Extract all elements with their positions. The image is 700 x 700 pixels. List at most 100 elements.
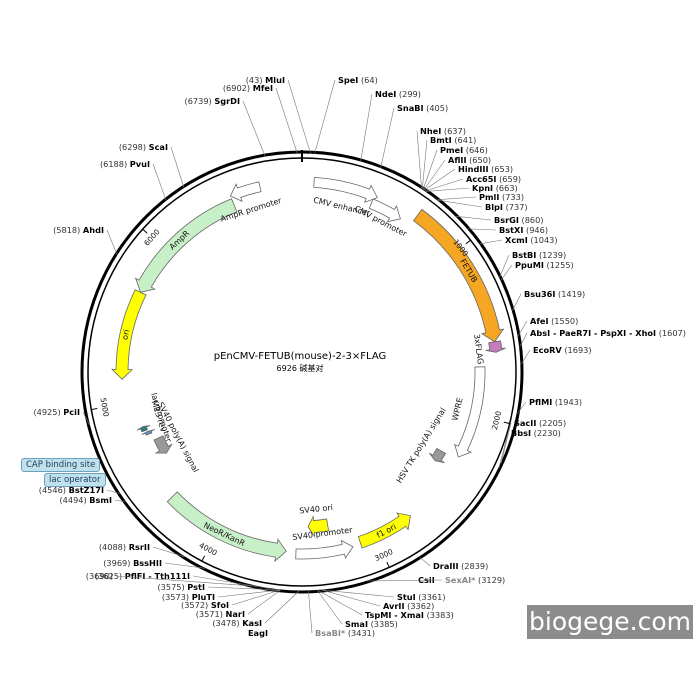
site-position: (4494) [59, 495, 86, 505]
tick-label: 6000 [142, 227, 162, 247]
site-name: SexAI* [445, 575, 476, 585]
site-label-bstbi: BstBI (1239) [512, 250, 566, 260]
site-label-bsmi: (4494) BsmI [59, 495, 112, 505]
tick-label: 2000 [490, 410, 503, 431]
tick-mark [503, 421, 510, 425]
tick-mark [386, 561, 390, 568]
site-label-bmti: BmtI (641) [430, 135, 476, 145]
site-position: (1607) [659, 328, 686, 338]
site-position: (4925) [33, 407, 60, 417]
tick-mark [142, 228, 148, 234]
site-position: (663) [496, 183, 518, 193]
site-name: AhdI [83, 225, 104, 235]
site-leader-line [152, 546, 185, 557]
site-label-blpi: BlpI (737) [485, 202, 528, 212]
site-label-draiii: DraIII (2839) [433, 561, 488, 571]
site-name: NarI [226, 609, 245, 619]
site-label-mfei: (6902) MfeI [223, 83, 273, 93]
site-name: KasI [242, 618, 262, 628]
feature-f1-ori [357, 512, 411, 549]
site-position: (2230) [534, 428, 561, 438]
site-leader-line [437, 199, 483, 208]
site-label-kpni: KpnI (663) [472, 183, 518, 193]
watermark: biogege.com [527, 605, 693, 639]
site-label-ppumi: PpuMI (1255) [515, 260, 574, 270]
site-leader-line [416, 130, 422, 189]
site-label-pluti: (3573) PluTI [162, 592, 215, 602]
site-label-rsrii: (4088) RsrII [99, 542, 150, 552]
site-label-tspmi-xmai: TspMI - XmaI (3383) [365, 610, 454, 620]
site-leader-line [467, 228, 497, 231]
site-position: (860) [522, 215, 544, 225]
site-position: (946) [526, 225, 548, 235]
site-name: PvuI [130, 159, 150, 169]
site-label-bsshii: (3969) BssHII [103, 558, 162, 568]
site-name: BlpI [485, 202, 503, 212]
feature-3xflag [485, 340, 506, 353]
site-name: EagI [248, 628, 268, 638]
site-label-avrii: AvrII (3362) [383, 601, 434, 611]
site-leader-line [425, 178, 464, 192]
site-position: (1693) [564, 345, 591, 355]
site-label-sexai: SexAI* (3129) [445, 575, 505, 585]
feature-ori [111, 289, 147, 380]
site-position: (3690) [86, 571, 113, 581]
site-label-stui: StuI (3361) [397, 592, 446, 602]
tick-mark [91, 408, 98, 411]
site-position: (3969) [103, 558, 130, 568]
site-position: (2839) [461, 561, 488, 571]
site-leader-line [367, 579, 443, 582]
site-label-ecorv: EcoRV (1693) [533, 345, 592, 355]
cap-binding-site-box: CAP binding site [21, 458, 101, 472]
site-leader-line [360, 93, 373, 162]
site-name: PflFI - Tth111I [125, 571, 190, 581]
site-leader-line [242, 100, 266, 157]
site-leader-line [317, 590, 343, 625]
site-label-aflii: AflII (650) [448, 155, 491, 165]
site-name: HindIII [458, 164, 489, 174]
site-position: (3571) [196, 609, 223, 619]
site-name: PciI [63, 407, 80, 417]
site-name: BbsI [511, 428, 531, 438]
site-label-absi-paer7i-pspxi-xhoi: AbsI - PaeR7I - PspXI - XhoI (1607) [530, 328, 686, 338]
site-leader-line [500, 422, 512, 464]
site-label-pflmi: PflMI (1943) [529, 397, 582, 407]
site-leader-line [247, 589, 281, 615]
site-leader-line [114, 499, 126, 503]
feature-label-3xflag: 3xFLAG [472, 333, 485, 365]
site-leader-line [115, 575, 258, 587]
site-leader-line [231, 589, 281, 606]
site-label-spei: SpeI (64) [338, 75, 378, 85]
site-name: PmeI [440, 145, 463, 155]
site-position: (4546) [39, 485, 66, 495]
site-leader-line [287, 79, 311, 154]
site-label-sgrdi: (6739) SgrDI [185, 96, 240, 106]
site-position: (733) [502, 192, 524, 202]
site-leader-line [106, 489, 120, 494]
site-label-kasi: (3478) KasI [212, 618, 262, 628]
site-leader-line [322, 589, 395, 598]
site-name: NdeI [375, 89, 396, 99]
site-leader-line [264, 590, 300, 624]
site-name: BstBI [512, 250, 536, 260]
site-name: KpnI [472, 183, 493, 193]
site-name: AvrII [383, 601, 405, 611]
site-leader-line [422, 149, 438, 190]
site-name: PpuMI [515, 260, 544, 270]
site-label-pvui: (6188) PvuI [100, 159, 150, 169]
site-position: (3383) [427, 610, 454, 620]
site-name: MfeI [253, 83, 273, 93]
plasmid-title: pEnCMV-FETUB(mouse)-2-3×FLAG [214, 351, 387, 362]
feature-ampr-promoter [229, 181, 262, 202]
site-label-scai: (6298) ScaI [119, 142, 168, 152]
site-leader-line [500, 264, 513, 281]
tick-mark [465, 239, 471, 245]
site-name: SnaBI [397, 103, 424, 113]
site-position: (405) [426, 103, 448, 113]
site-leader-line [380, 107, 395, 168]
site-position: (650) [469, 155, 491, 165]
site-position: (299) [399, 89, 421, 99]
feature-lac-operator [136, 425, 151, 433]
site-position: (659) [499, 174, 521, 184]
